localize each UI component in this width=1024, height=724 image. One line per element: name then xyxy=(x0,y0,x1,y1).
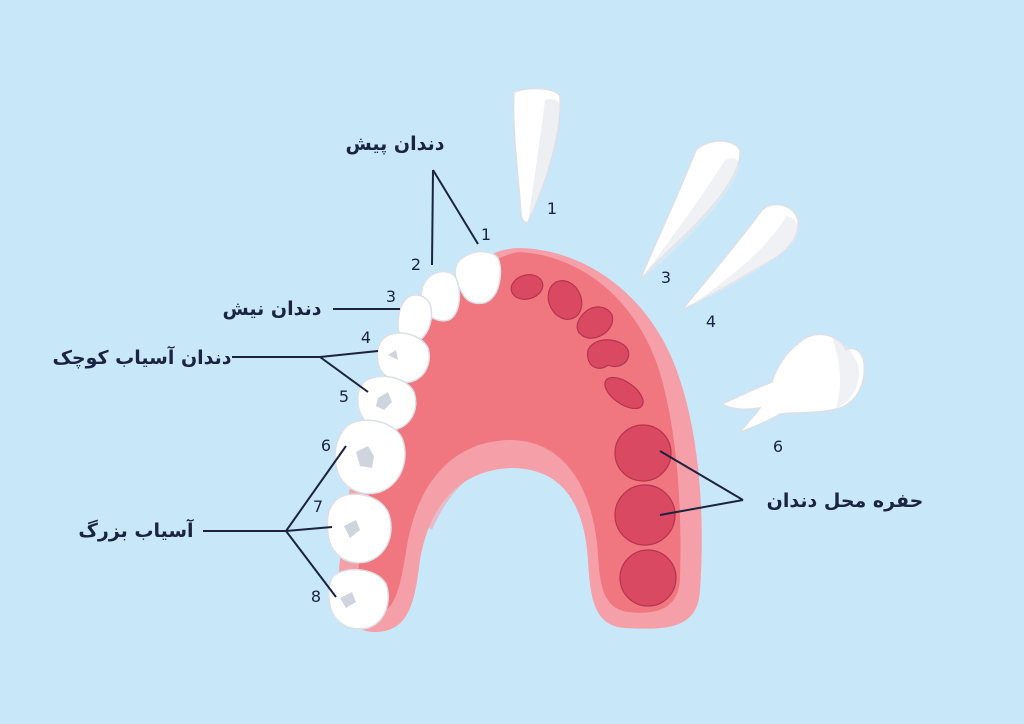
line-premolars-a xyxy=(319,350,379,358)
line-incisors-b xyxy=(432,169,479,245)
line-socket-a xyxy=(659,450,744,501)
extracted-tooth-4-shade xyxy=(690,216,798,306)
arch-number-7: 7 xyxy=(313,497,323,516)
socket-7 xyxy=(614,484,676,546)
arch-number-1: 1 xyxy=(481,225,491,244)
line-premolars-b xyxy=(319,356,369,393)
extracted-tooth-3-shade xyxy=(640,158,739,280)
arch-number-8: 8 xyxy=(311,587,321,606)
arch-number-2: 2 xyxy=(411,255,421,274)
line-incisors-a xyxy=(431,169,434,266)
extracted-tooth-6 xyxy=(720,333,866,434)
line-socket-b xyxy=(659,499,744,516)
arch-tooth-8-pit xyxy=(340,592,356,608)
label-premolars: دندان آسیاب کوچک xyxy=(52,345,231,369)
palate-inner xyxy=(420,440,596,545)
extracted-number-4: 4 xyxy=(706,312,716,331)
arch-number-6: 6 xyxy=(321,436,331,455)
extracted-tooth-1-shade xyxy=(528,99,560,222)
arch-tooth-4-pit xyxy=(388,350,398,360)
line-molars-a xyxy=(285,445,347,532)
socket-1 xyxy=(510,274,544,300)
arch-number-4: 4 xyxy=(361,328,371,347)
socket-5 xyxy=(604,376,644,410)
arch-tooth-8 xyxy=(327,568,389,630)
socket-2 xyxy=(547,280,583,320)
extracted-number-6: 6 xyxy=(773,437,783,456)
arch-tooth-6-pit xyxy=(356,446,374,468)
arch-tooth-5-pit xyxy=(376,392,392,410)
arch-tooth-7-pit xyxy=(344,520,360,538)
extracted-number-1: 1 xyxy=(547,199,557,218)
line-molars-c xyxy=(285,530,337,598)
arch-number-3: 3 xyxy=(386,287,396,306)
arch-tooth-4 xyxy=(376,332,430,384)
label-incisors: دندان پیش xyxy=(346,133,445,155)
extracted-tooth-6-shade xyxy=(832,338,859,408)
socket-6 xyxy=(614,424,672,482)
label-canine: دندان نیش xyxy=(223,298,322,320)
extracted-number-3: 3 xyxy=(661,268,671,287)
socket-3 xyxy=(576,306,614,339)
label-molars: آسیاب بزرگ xyxy=(78,518,194,542)
socket-4 xyxy=(587,339,630,369)
socket-8 xyxy=(619,549,677,607)
arch-number-5: 5 xyxy=(339,387,349,406)
line-molars-b xyxy=(285,526,333,532)
label-socket: حفره محل دندان xyxy=(767,490,924,512)
